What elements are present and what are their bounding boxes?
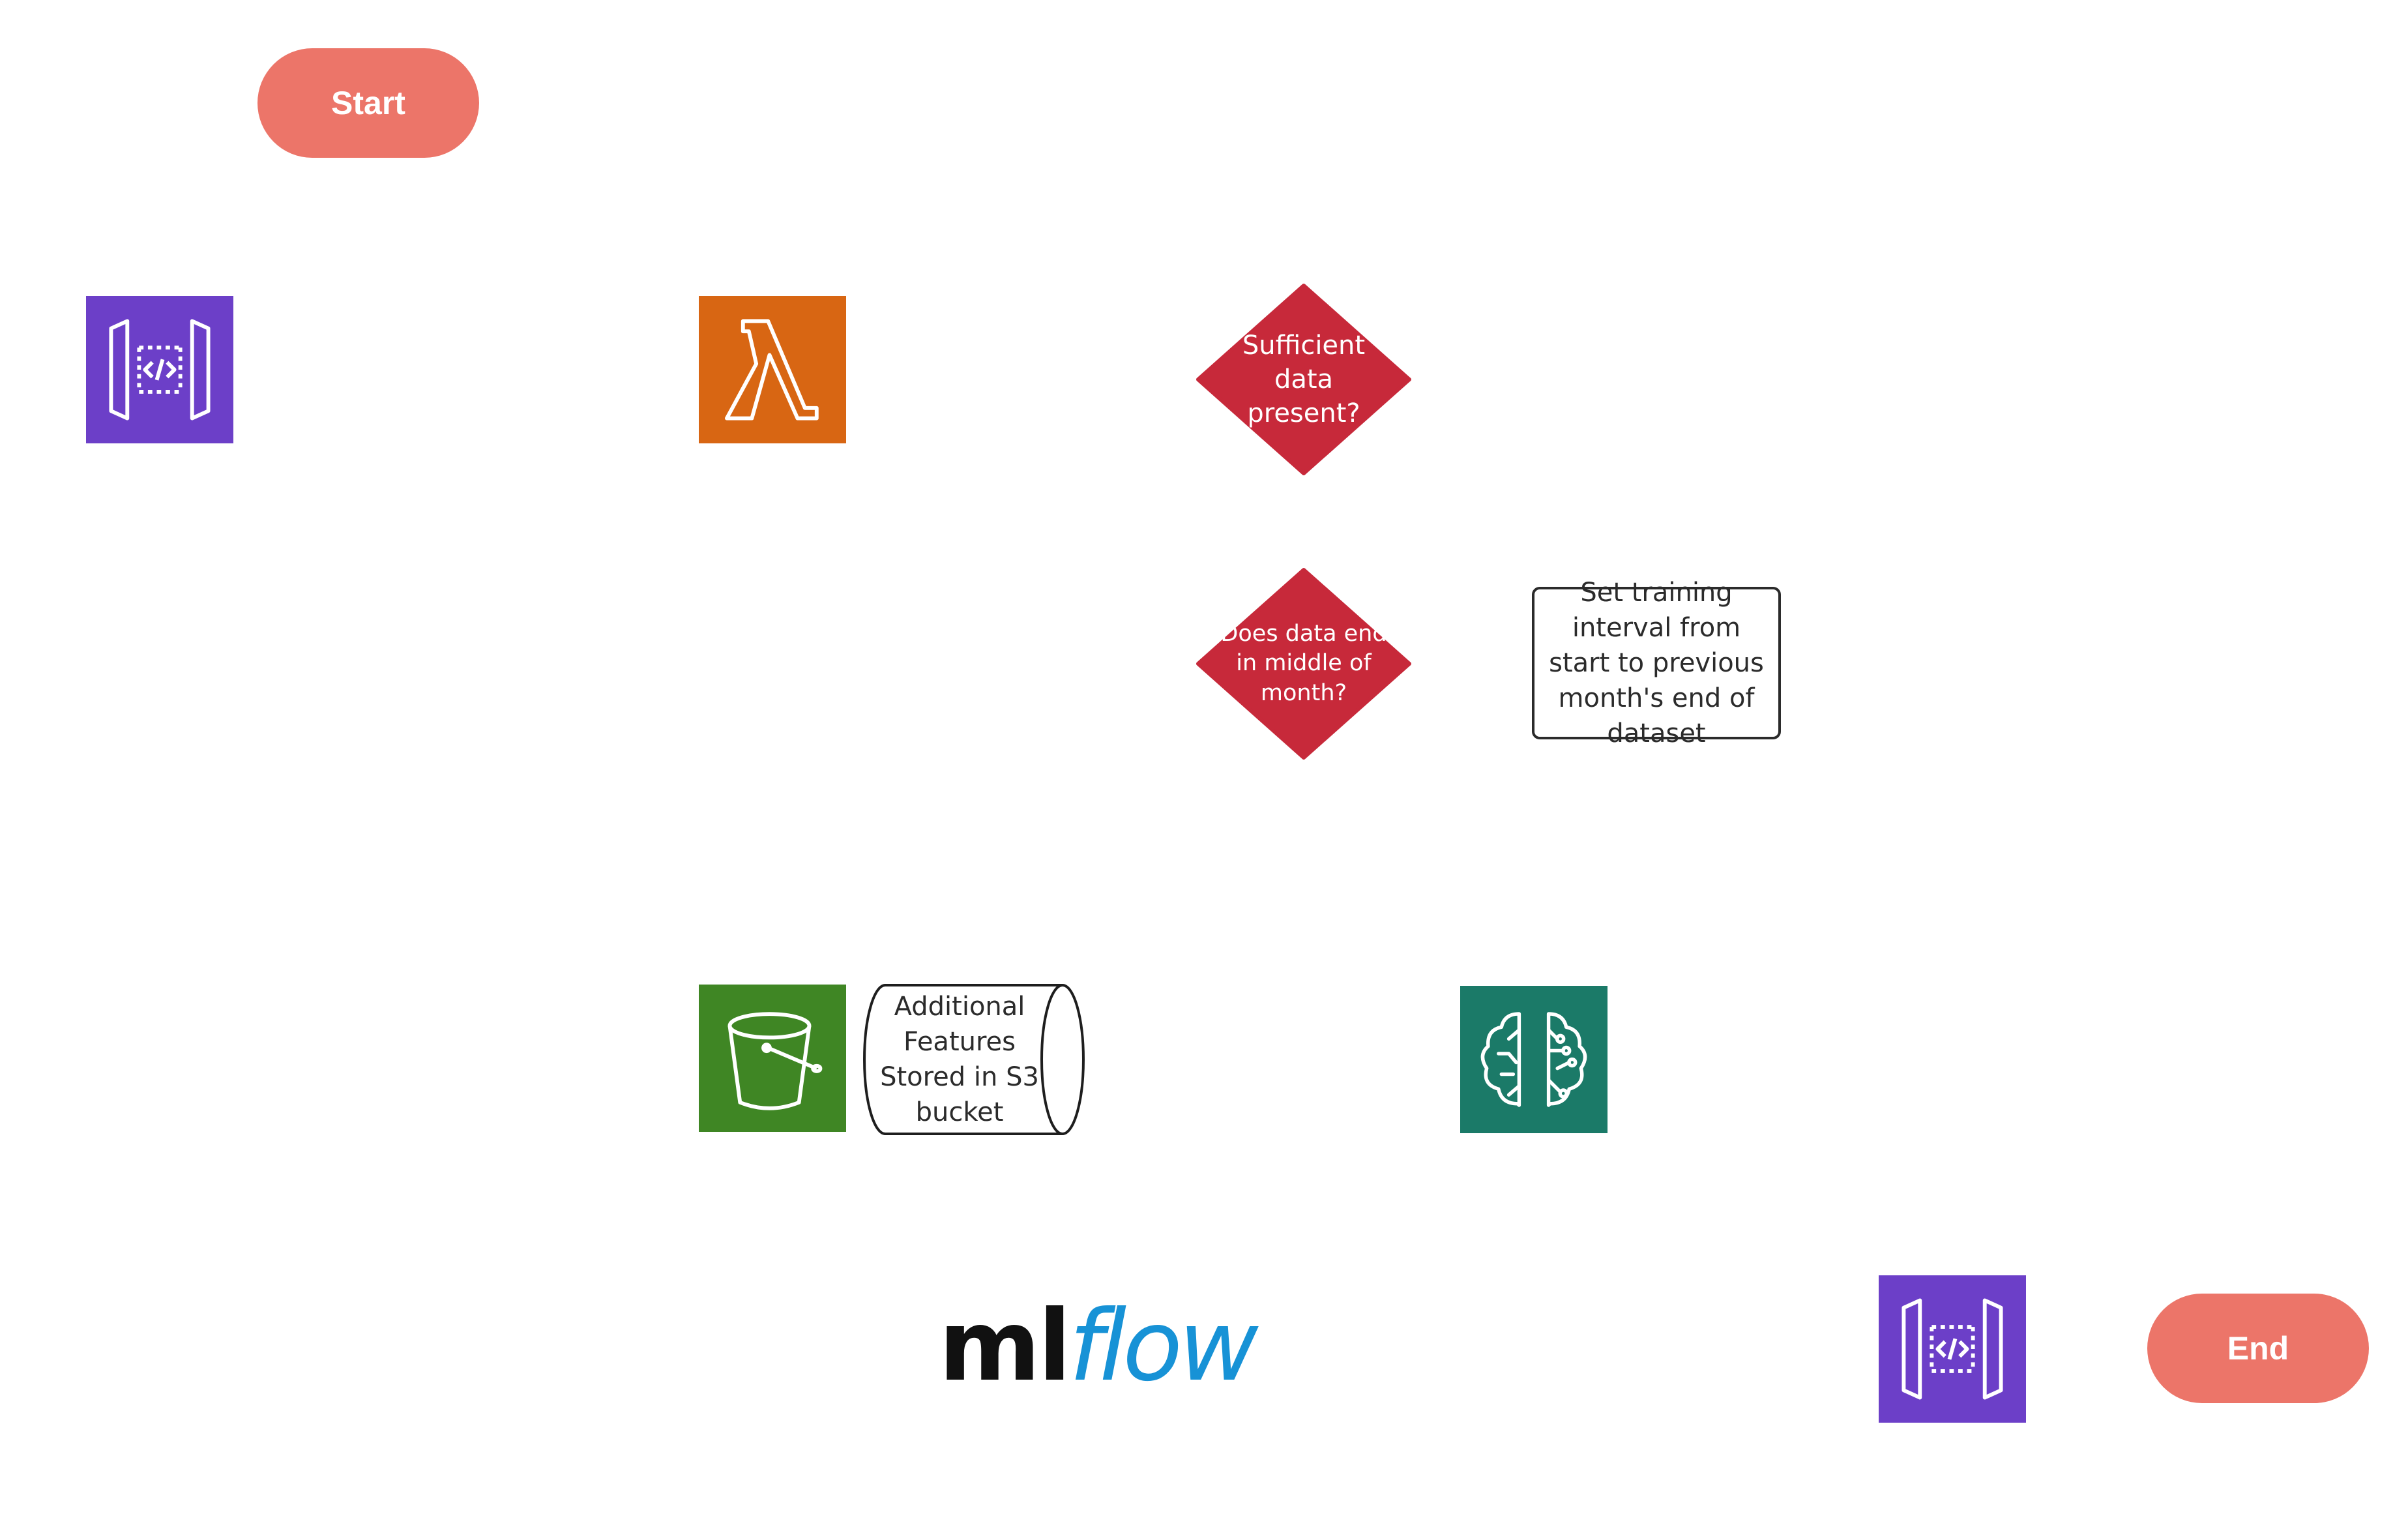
decision-mid-month[interactable]: Does data end in middle of month? (1194, 566, 1413, 762)
decision-sufficient-data[interactable]: Sufficient data present? (1194, 282, 1413, 477)
mlflow-logo: ml flow (939, 1290, 1259, 1420)
cylinder-shape (863, 984, 1085, 1135)
api-gateway-glyph (1901, 1298, 2003, 1400)
process-set-training-interval[interactable]: Set training interval from start to prev… (1532, 578, 1781, 749)
start-label: Start (331, 85, 405, 121)
datastore-cylinder[interactable]: Additional Features Stored in S3 bucket (863, 983, 1086, 1136)
start-node[interactable]: Start (257, 48, 479, 158)
brain-glyph (1480, 1012, 1587, 1107)
diamond-shape (1196, 284, 1411, 475)
bucket-glyph (727, 1012, 823, 1110)
api-gateway-icon[interactable] (86, 296, 233, 443)
end-label: End (2227, 1330, 2289, 1367)
s3-bucket-icon[interactable] (699, 985, 846, 1132)
process-label: Set training interval from start to prev… (1549, 578, 1764, 749)
api-gateway-glyph (109, 319, 211, 421)
api-gateway-icon[interactable] (1879, 1275, 2026, 1423)
sagemaker-brain-icon[interactable] (1460, 986, 1608, 1133)
mlflow-logo-flow: flow (1068, 1290, 1259, 1403)
lambda-icon[interactable] (699, 296, 846, 443)
end-node[interactable]: End (2147, 1294, 2369, 1403)
lambda-glyph (725, 319, 819, 421)
datastore-label: Additional Features Stored in S3 bucket (880, 992, 1039, 1127)
decision-mid-month-label: Does data end in middle of month? (1220, 620, 1387, 706)
decision-sufficient-label: Sufficient data present? (1242, 331, 1366, 428)
mlflow-logo-ml: ml (939, 1290, 1072, 1403)
diamond-shape (1196, 568, 1411, 760)
